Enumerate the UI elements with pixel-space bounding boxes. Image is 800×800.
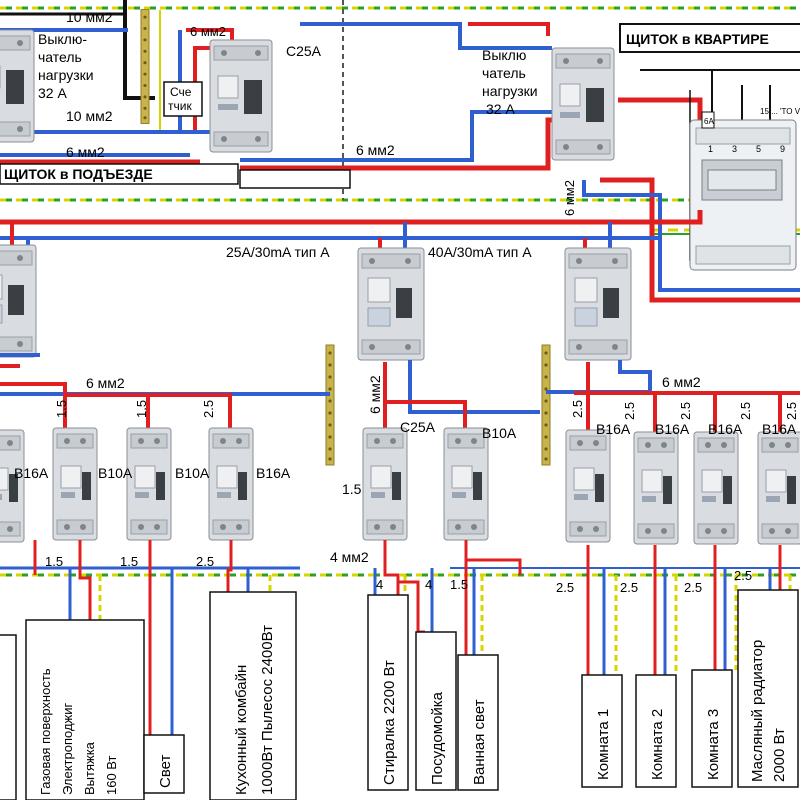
cross-section: 2.5 (684, 580, 702, 595)
load-name: Ванная свет (471, 699, 488, 785)
cross-section: 2.5 (734, 568, 752, 583)
load-name: Газовая поверхность (38, 668, 53, 795)
load-name: 2000 Вт (771, 728, 788, 782)
wire-label: 6 мм2 (356, 142, 395, 158)
cross-section: 1.5 (54, 400, 69, 418)
breaker-label: C25A (286, 43, 322, 59)
cross-section: 4 (425, 577, 432, 592)
load-name: Кухонный комбайн (233, 665, 250, 795)
rcd-label: 40А/30mA тип А (428, 244, 532, 260)
wire-label: 6 мм2 (562, 180, 577, 216)
cross-section: 2.5 (738, 402, 753, 420)
load-switch-label: чатель (38, 49, 82, 65)
energy-meter (689, 111, 797, 271)
breaker-rating: B10A (98, 465, 133, 481)
wire-label: 10 мм2 (66, 108, 113, 124)
meter-fuse-label: 6A (704, 117, 714, 126)
cross-section: 2.5 (678, 402, 693, 420)
cross-section: 2.5 (784, 402, 799, 420)
load-name: 1000Вт Пылесос 2400Вт (259, 625, 276, 795)
load-switch-label: нагрузки (482, 83, 538, 99)
wire-label: 6 мм2 (662, 374, 701, 390)
load-name: Посудомойка (429, 691, 446, 785)
cross-section: 2.5 (196, 554, 214, 569)
rcd-zone (0, 210, 703, 466)
wire-label: 10 мм2 (66, 9, 113, 25)
load-switch-label: Выклю (482, 47, 526, 63)
meter-label: тчик (168, 99, 192, 113)
cross-section: 2.5 (622, 402, 637, 420)
load-switch-label: Выклю- (38, 31, 87, 47)
cross-section: 1.5 (45, 554, 63, 569)
meter-box-left (163, 81, 203, 117)
load-switch-label: нагрузки (38, 67, 94, 83)
breaker-zone (0, 362, 800, 545)
meter-terminal: 9 (780, 144, 785, 154)
breaker-rating: B16A (708, 421, 743, 437)
meter-top-text: 15 ... 'TO VOO (760, 107, 800, 116)
breaker-rating: C25A (400, 419, 436, 435)
load-name: Стиралка 2200 Вт (381, 660, 398, 785)
lower-wiring (0, 540, 800, 800)
breaker-rating: B10A (482, 425, 517, 441)
breaker-rating: B16A (596, 421, 631, 437)
meter-terminal: 1 (708, 144, 713, 154)
load-switch-label: 32 А (486, 101, 515, 117)
cross-section: 1.5 (120, 554, 138, 569)
top-zone (0, 0, 800, 303)
meter-terminal: 5 (756, 144, 761, 154)
load-name: Комната 3 (705, 709, 722, 780)
load-name: 160 Вт (104, 755, 119, 795)
wire-label: 4 мм2 (330, 549, 369, 565)
wire-label: 6 мм2 (190, 24, 226, 39)
apartment-panel-title: ЩИТОК в КВАРТИРЕ (626, 31, 769, 47)
cross-section: 4 (376, 577, 383, 592)
cross-section: 1.5 (134, 400, 149, 418)
breaker-rating: B16A (762, 421, 797, 437)
breaker-rating: B16A (655, 421, 690, 437)
entrance-panel-title: ЩИТОК в ПОДЪЕЗДЕ (4, 166, 153, 182)
meter-label: Сче (170, 85, 192, 99)
meter-terminal: 3 (732, 144, 737, 154)
load-switch-label: чатель (482, 65, 526, 81)
cross-section: 2.5 (620, 580, 638, 595)
load-name: Свет (157, 755, 174, 788)
breaker-rating: B16A (14, 465, 49, 481)
cross-section: 2.5 (570, 400, 585, 418)
load-name: Вытяжка (82, 741, 97, 795)
wire-label: 6 мм2 (66, 144, 105, 160)
breaker-rating: B10A (175, 465, 210, 481)
load-name: Электроподжиг (60, 702, 75, 795)
load-name: Комната 1 (595, 709, 612, 780)
wire-label: 6 мм2 (367, 375, 383, 414)
load-name: Комната 2 (649, 709, 666, 780)
breaker-rating: B16A (256, 465, 291, 481)
rcd-label: 25А/30mA тип А (226, 244, 330, 260)
cross-section: 1.5 (450, 577, 468, 592)
load-switch-label: 32 А (38, 85, 67, 101)
labels: 10 мм2 10 мм2 6 мм2 6 мм2 6 мм2 6 мм2 Вы… (4, 9, 800, 795)
load-name: Масляный радиатор (749, 640, 766, 782)
wire-label: 6 мм2 (86, 375, 125, 391)
cross-section: 2.5 (201, 400, 216, 418)
cross-section: 1.5 (342, 481, 362, 497)
cross-section: 2.5 (556, 580, 574, 595)
